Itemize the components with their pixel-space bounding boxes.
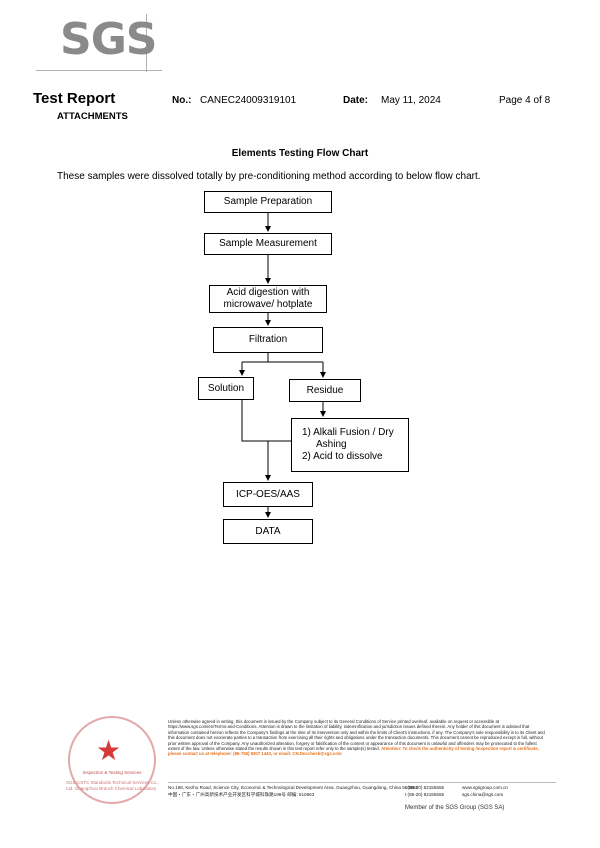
box-acid-digestion: Acid digestion with microwave/ hotplate [209,285,327,313]
seal-star-icon: ★ [96,735,122,766]
footer-divider [168,782,556,783]
solution-bypass [241,400,268,442]
box-sample-preparation: Sample Preparation [204,191,332,213]
address-chinese: 中国・广东・广州高新技术产业开发区科学城科珠路198号 邮编: 510663 [168,792,315,797]
report-title: Test Report [33,90,116,107]
box-filtration-label: Filtration [248,334,288,345]
chart-title: Elements Testing Flow Chart [231,148,369,159]
disclaimer-text: Unless otherwise agreed in writing, this… [168,719,545,752]
box-icp-label: ICP-OES/AAS [236,488,300,500]
intro-text: These samples were dissolved totally by … [57,171,481,182]
box-alkali-fusion: 1) Alkali Fusion / Dry Ashing 2) Acid to… [291,418,409,472]
box-sample-preparation-label: Sample Preparation [223,196,313,207]
box-acid-digestion-line1: Acid digestion with [226,287,310,298]
box-residue-label: Residue [306,384,344,396]
box-alkali-line3: 2) Acid to dissolve [302,451,383,462]
website-link[interactable]: www.sgsgroup.com.cn [462,785,508,790]
report-no-value: CANEC24009319101 [200,95,297,106]
box-alkali-line1: 1) Alkali Fusion / Dry [302,427,394,438]
lab-stamp: SGS-CSTC Standards Technical Services Co… [66,780,159,791]
box-sample-measurement: Sample Measurement [204,233,332,255]
box-filtration: Filtration [213,327,323,353]
box-acid-digestion-line2: microwave/ hotplate [223,299,313,310]
box-solution-label: Solution [207,382,245,394]
phone-2: t (86-20) 82155555 [405,792,445,797]
date-label: Date: [343,95,369,106]
section-label: ATTACHMENTS [57,111,128,122]
box-icp-oes-aas: ICP-OES/AAS [223,482,313,507]
page-number: Page 4 of 8 [499,95,551,106]
logo-divider-horizontal [36,70,162,71]
member-note: Member of the SGS Group (SGS SA) [405,805,505,811]
box-residue: Residue [289,379,361,402]
phone-1: t (86-20) 82155555 [405,785,445,790]
address-english: No.198, Kezhu Road, Science City, Econom… [168,785,418,790]
box-alkali-line2: Ashing [316,439,347,450]
seal-label: Inspection & Testing Services [82,770,142,775]
footer-disclaimer: Unless otherwise agreed in writing, this… [168,719,548,757]
inspection-seal [68,716,156,804]
report-no-label: No.: [172,95,192,106]
logo-divider-vertical [146,14,147,72]
date-value: May 11, 2024 [381,95,441,106]
box-data-label: DATA [255,525,281,537]
box-solution: Solution [198,377,254,400]
box-sample-measurement-label: Sample Measurement [219,238,317,249]
authenticity-notice: Attention: To check the authenticity of … [168,746,539,757]
sgs-logo: SGS [60,14,157,65]
box-data: DATA [223,519,313,544]
email-link[interactable]: sgs.china@sgs.com [462,792,504,797]
